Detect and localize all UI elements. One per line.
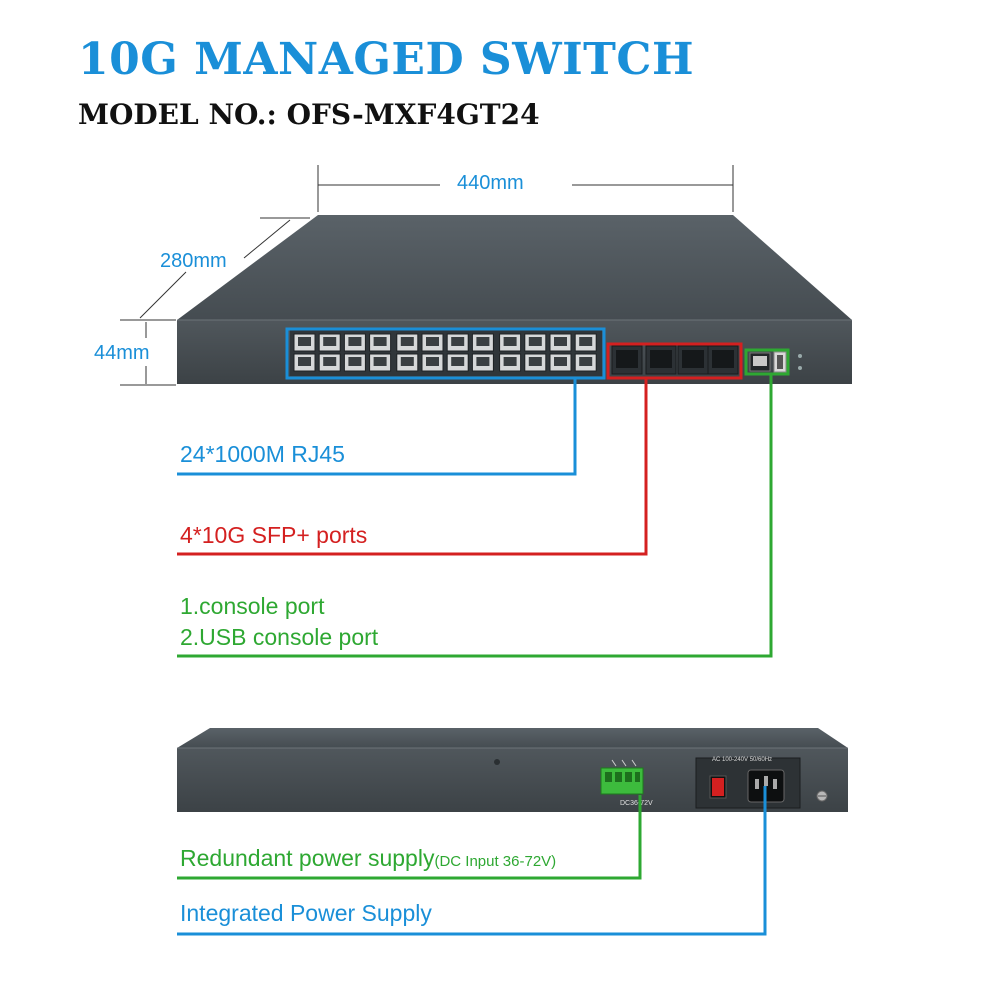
ac-module: AC 100-240V 50/60Hz	[695, 757, 801, 809]
rj45-port-opening	[373, 337, 387, 346]
front-switch	[177, 215, 852, 384]
console-callout-line	[177, 374, 773, 658]
rj45-port-opening	[503, 337, 517, 346]
console-label-1: 1.console port	[180, 593, 325, 619]
rj45-port-opening	[323, 357, 337, 366]
rj45-port-opening	[579, 337, 593, 346]
rj45-port-opening	[400, 357, 414, 366]
integrated-callout-line	[177, 786, 767, 936]
sfp-label: 4*10G SFP+ ports	[180, 522, 368, 548]
rj45-port-opening	[298, 357, 311, 366]
rj45-port-opening	[503, 357, 517, 366]
rj45-port-opening	[528, 357, 542, 366]
depth-dimension	[120, 217, 310, 321]
rj45-port-opening	[373, 357, 387, 366]
rj45-port-opening	[476, 357, 490, 366]
rj45-port-opening	[579, 357, 593, 366]
rj45-port-opening	[298, 337, 311, 346]
rj45-callout-line	[177, 378, 577, 476]
rj45-port-icon	[293, 333, 597, 372]
page-title: 10G MANAGED SWITCH	[78, 34, 695, 85]
ac-label: AC 100-240V 50/60Hz	[712, 757, 772, 763]
rj45-port-opening	[323, 337, 337, 346]
rear-switch: DC36-72V AC 100-240V 50/60Hz	[177, 728, 848, 812]
height-dimension	[120, 322, 176, 386]
rj45-port-opening	[451, 337, 465, 346]
console-port-icon	[749, 351, 802, 373]
dc-terminal-icon: DC36-72V	[600, 759, 653, 807]
console-label-2: 2.USB console port	[180, 624, 379, 650]
rj45-port-opening	[400, 337, 414, 346]
depth-label: 280mm	[160, 250, 227, 272]
sfp-port-block	[611, 345, 739, 375]
integrated-power-label: Integrated Power Supply	[180, 900, 432, 926]
console-highlight	[744, 348, 790, 376]
rj45-port-block	[290, 330, 602, 376]
rj45-port-opening	[451, 357, 465, 366]
sfp-highlight	[606, 342, 743, 380]
model-number: MODEL NO.: OFS-MXF4GT24	[78, 98, 540, 131]
rj45-port-opening	[554, 337, 567, 346]
sfp-callout-line	[177, 378, 648, 556]
width-label: 440mm	[457, 172, 524, 194]
rj45-port-opening	[348, 357, 362, 366]
rj45-label: 24*1000M RJ45	[180, 441, 345, 467]
rj45-port-opening	[348, 337, 362, 346]
redundant-power-label: Redundant power supply(DC Input 36-72V)	[180, 845, 556, 872]
rj45-port-opening	[426, 337, 439, 346]
ground-screw-icon	[816, 790, 828, 802]
redundant-power-text: Redundant power supply	[180, 845, 435, 871]
redundant-power-note: (DC Input 36-72V)	[434, 853, 557, 870]
redundant-callout-line	[177, 795, 642, 880]
power-switch-icon	[709, 775, 727, 799]
rj45-port-opening	[528, 337, 542, 346]
height-label: 44mm	[94, 342, 150, 364]
rj45-port-opening	[476, 337, 490, 346]
rj45-port-opening	[554, 357, 567, 366]
rj45-highlight	[285, 327, 606, 380]
rj45-port-opening	[426, 357, 439, 366]
width-dimension	[317, 165, 734, 212]
dc-terminal-label: DC36-72V	[620, 800, 653, 807]
